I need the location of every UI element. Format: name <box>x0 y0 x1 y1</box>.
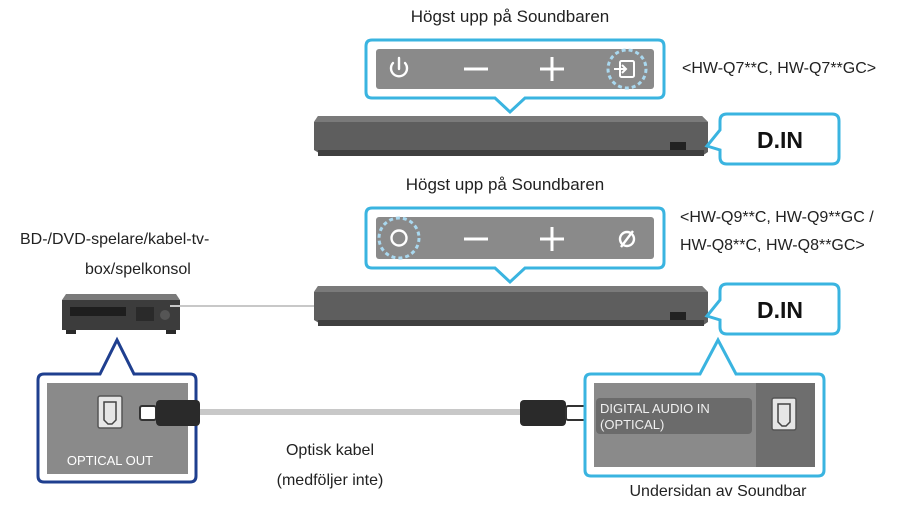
optical-cable: Optisk kabel (medföljer inte) <box>139 305 593 489</box>
mid-panel-button-strip <box>376 217 654 259</box>
optical-port-icon <box>97 395 123 429</box>
plus-icon[interactable] <box>540 57 564 81</box>
mid-panel-models-line2: HW-Q8**C, HW-Q8**GC> <box>680 237 865 254</box>
cable-plug-left <box>139 400 200 426</box>
source-icon[interactable] <box>606 48 648 90</box>
mid-panel-group: Högst upp på Soundbaren <HW-Q9**C, HW-Q9… <box>314 175 874 336</box>
cable-label-line1: Optisk kabel <box>286 442 374 459</box>
device-label-line2: box/spelkonsol <box>85 261 191 278</box>
soundbar-top <box>314 116 708 156</box>
top-panel-models: <HW-Q7**C, HW-Q7**GC> <box>682 60 876 77</box>
soundbar-bottom-group: DIGITAL AUDIO IN (OPTICAL) Undersidan av… <box>583 336 826 500</box>
optical-port-icon <box>771 397 797 431</box>
cable-label-line2: (medföljer inte) <box>277 472 384 489</box>
digital-in-label-line1: DIGITAL AUDIO IN <box>600 401 710 416</box>
digital-in-label-box <box>596 398 752 434</box>
multifunction-icon[interactable] <box>377 216 421 260</box>
top-panel-group: Högst upp på Soundbaren <HW-Q7**C, HW-Q7… <box>314 7 876 166</box>
soundbar-bottom-caption: Undersidan av Soundbar <box>629 483 807 500</box>
mic-off-icon[interactable] <box>618 230 636 248</box>
top-display-callout <box>704 112 841 166</box>
plus-icon[interactable] <box>540 227 564 251</box>
top-panel-button-strip <box>376 49 654 89</box>
device-label-line1: BD-/DVD-spelare/kabel-tv- <box>20 231 209 248</box>
source-device-group: BD-/DVD-spelare/kabel-tv- box/spelkonsol… <box>20 231 209 484</box>
mid-panel-models-line1: <HW-Q9**C, HW-Q9**GC / <box>680 209 874 226</box>
cable-plug-right <box>520 400 593 426</box>
mid-panel-heading: Högst upp på Soundbaren <box>406 175 605 194</box>
optical-out-label: OPTICAL OUT <box>67 453 153 468</box>
power-icon[interactable] <box>389 56 409 78</box>
digital-in-label-line2: (OPTICAL) <box>600 417 664 432</box>
top-display-text: D.IN <box>757 127 803 153</box>
soundbar-middle <box>314 286 708 326</box>
bd-player-illustration <box>62 294 180 334</box>
mid-display-callout <box>704 282 841 336</box>
top-panel-heading: Högst upp på Soundbaren <box>411 7 610 26</box>
mid-display-text: D.IN <box>757 297 803 323</box>
